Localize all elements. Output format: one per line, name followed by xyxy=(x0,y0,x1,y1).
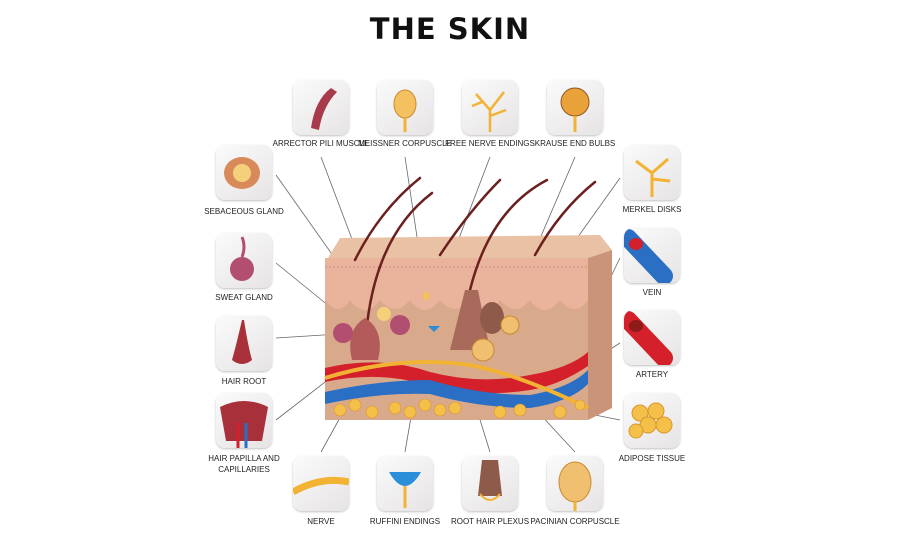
artery-label: ARTERY xyxy=(635,370,669,379)
nerve-tile xyxy=(293,456,349,511)
sweat-gland-tile xyxy=(216,233,272,288)
root-hair-plexus-tile xyxy=(462,456,518,511)
hair-root-tile xyxy=(216,316,272,371)
free-nerve-tile xyxy=(462,80,518,135)
vein-tile xyxy=(624,228,680,283)
free-nerve-label: FREE NERVE ENDINGS xyxy=(445,139,535,148)
meissner-tile xyxy=(377,80,433,135)
ruffini-label: RUFFINI ENDINGS xyxy=(369,517,441,526)
krause-tile xyxy=(547,80,603,135)
adipose-tile xyxy=(624,393,680,448)
hair-papilla-tile xyxy=(216,393,272,448)
nerve-label: NERVE xyxy=(307,517,335,526)
vein-label: VEIN xyxy=(642,288,662,297)
diagram-title: THE SKIN xyxy=(369,12,531,46)
pacinian-label: PACINIAN CORPUSCLE xyxy=(530,517,620,526)
skin-block xyxy=(324,176,612,420)
merkel-tile xyxy=(624,145,680,200)
artery-tile xyxy=(624,310,680,365)
arrector-pili-label: ARRECTOR PILI MUSCLE xyxy=(272,139,370,148)
sweat-gland-label: SWEAT GLAND xyxy=(215,293,273,302)
root-hair-plexus-label: ROOT HAIR PLEXUS xyxy=(450,517,530,526)
hair-root-label: HAIR ROOT xyxy=(221,377,267,386)
sebaceous-label: SEBACEOUS GLAND xyxy=(204,207,284,216)
krause-label: KRAUSE END BULBS xyxy=(534,139,616,148)
sebaceous-tile xyxy=(216,145,272,200)
merkel-label: MERKEL DISKS xyxy=(622,205,682,214)
pacinian-tile xyxy=(547,456,603,511)
adipose-label: ADIPOSE TISSUE xyxy=(618,454,686,463)
ruffini-tile xyxy=(377,456,433,511)
arrector-pili-tile xyxy=(293,80,349,135)
meissner-label: MEISSNER CORPUSCLE xyxy=(358,139,452,148)
hair-papilla-label: HAIR PAPILLA AND CAPILLARIES xyxy=(208,454,280,474)
